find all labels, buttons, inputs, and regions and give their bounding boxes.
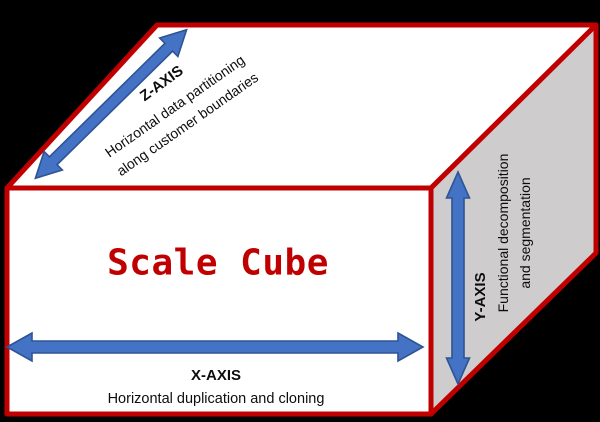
y-axis-arrow-icon	[445, 170, 471, 386]
y-axis-description: Functional decomposition and segmentatio…	[492, 154, 536, 313]
z-axis-arrow-icon	[34, 28, 188, 180]
x-axis-description: Horizontal duplication and cloning	[107, 391, 325, 407]
x-axis-arrow-icon	[5, 331, 425, 363]
y-axis-description-line2: and segmentation	[517, 177, 533, 289]
y-axis-description-line1: Functional decomposition	[495, 153, 511, 313]
diagram-title: Scale Cube	[107, 242, 329, 284]
cube-front-face	[4, 185, 434, 417]
y-axis-label: Y-AXIS	[472, 272, 489, 322]
x-axis-label: X-AXIS	[190, 367, 242, 384]
